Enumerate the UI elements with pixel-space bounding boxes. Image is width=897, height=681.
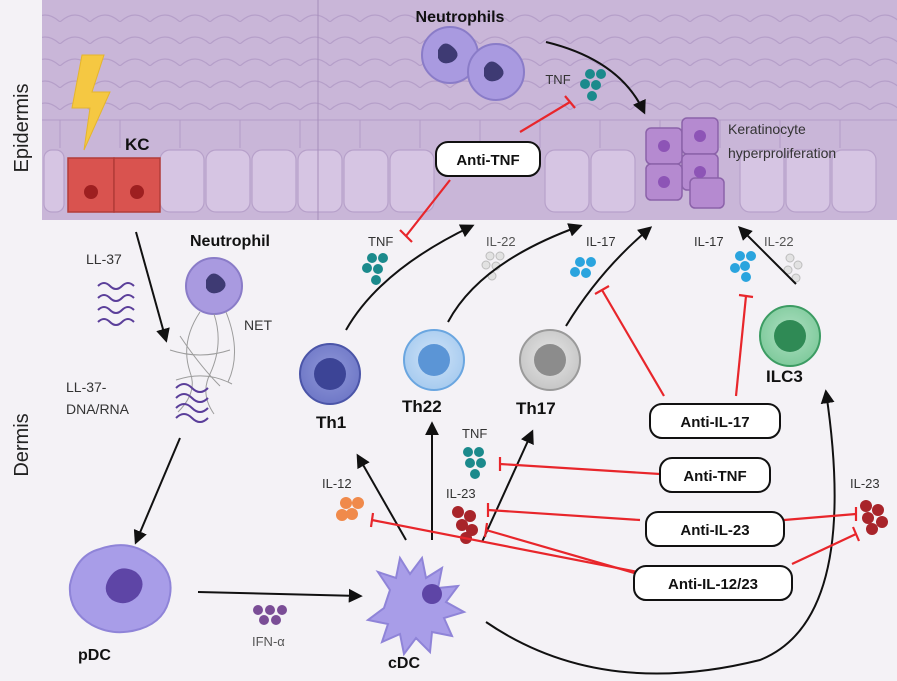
ll37-peptide-icon [97, 282, 135, 326]
anti-il17-box: Anti-IL-17 [649, 403, 781, 439]
neutrophil-nucleus [206, 273, 226, 294]
th1-cell [299, 343, 361, 405]
ll37-dna-label-2: DNA/RNA [66, 401, 130, 417]
keratinocyte-cluster [645, 117, 725, 209]
il23-mid-label: IL-23 [446, 486, 476, 501]
il22-top-label: IL-22 [486, 234, 516, 249]
il23-cytokine-right [860, 500, 888, 535]
th1-label: Th1 [316, 413, 346, 432]
tnf-cytokine-dermis-top [362, 253, 388, 285]
il17-cytokine-top [570, 257, 596, 278]
cdc-cell [365, 555, 467, 657]
anti-tnf-box: Anti-TNF [659, 457, 771, 493]
anti-il23-label: Anti-IL-23 [680, 522, 749, 539]
ll37-dna-label-1: LL-37- [66, 379, 107, 395]
ll37-label: LL-37 [86, 251, 122, 267]
il17-cytokine-ilc3 [730, 251, 756, 282]
inhibition-lines [369, 95, 861, 576]
cdc-label: cDC [388, 655, 420, 672]
anti-tnf-top-box [435, 141, 541, 177]
il17-ilc3-label: IL-17 [694, 234, 724, 249]
il22-ilc3-label: IL-22 [764, 234, 794, 249]
neutrophil-label: Neutrophil [190, 233, 270, 250]
neutrophils-pair [421, 26, 525, 101]
neutrophils-label: Neutrophils [416, 9, 505, 26]
anti-il12-23-label: Anti-IL-12/23 [668, 576, 758, 593]
keratinocyte-kc [67, 157, 161, 213]
anti-il12-23-box: Anti-IL-12/23 [633, 565, 793, 601]
tnf-mid-label: TNF [462, 426, 487, 441]
dermis-label: Dermis [11, 413, 33, 476]
il22-cytokine-ilc3 [783, 253, 803, 283]
th22-cell [403, 329, 465, 391]
tnf-dermis-top-label: TNF [368, 234, 393, 249]
tnf-cytokine-mid [463, 447, 486, 479]
net-label: NET [244, 317, 272, 333]
keratinocyte-label-1: Keratinocyte [728, 121, 806, 137]
keratinocyte-label-2: hyperproliferation [728, 145, 836, 161]
il23-right-label: IL-23 [850, 476, 880, 491]
il22-cytokine-top [481, 251, 505, 281]
pdc-cell [68, 544, 172, 634]
ll37-dna-complex-icon [175, 383, 209, 423]
ilc3-cell [759, 305, 821, 367]
il12-cytokine [336, 497, 364, 521]
epidermis-label: Epidermis [11, 84, 33, 173]
il17-top-label: IL-17 [586, 234, 616, 249]
tnf-cytokine-top [580, 69, 606, 101]
il12-label: IL-12 [322, 476, 352, 491]
ifn-alpha-cytokine [253, 605, 287, 625]
anti-il17-label: Anti-IL-17 [680, 414, 749, 431]
pdc-label: pDC [78, 647, 111, 664]
anti-il23-box: Anti-IL-23 [645, 511, 785, 547]
anti-tnf-label: Anti-TNF [683, 468, 746, 485]
ifn-alpha-label: IFN-α [252, 634, 285, 649]
tnf-top-label: TNF [545, 72, 570, 87]
th17-label: Th17 [516, 399, 556, 418]
epidermis-region [42, 0, 897, 220]
ilc3-label: ILC3 [766, 367, 803, 386]
lightning-icon [71, 54, 111, 151]
anti-tnf-top-label: Anti-TNF [456, 152, 519, 169]
th22-label: Th22 [402, 397, 442, 416]
net-strands [169, 311, 236, 415]
th17-cell [519, 329, 581, 391]
kc-label: KC [125, 135, 150, 154]
